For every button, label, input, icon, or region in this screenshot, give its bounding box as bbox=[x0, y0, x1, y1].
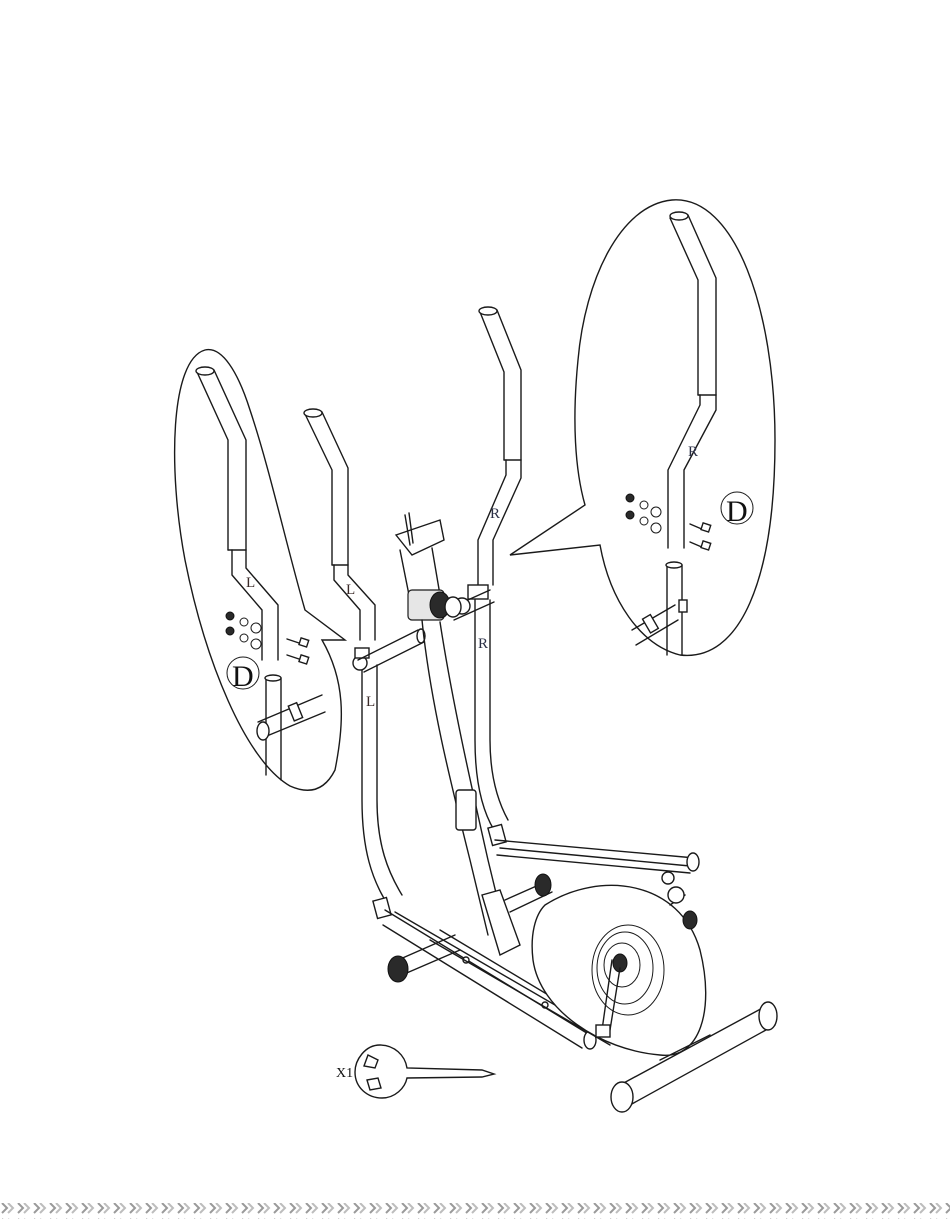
right-step-label: D bbox=[726, 495, 748, 528]
left-lower-arm-label: L bbox=[366, 694, 375, 710]
right-detail-arm-label: R bbox=[688, 444, 698, 460]
right-lower-arm-label: R bbox=[478, 636, 488, 652]
left-upper-handlebar: L bbox=[304, 409, 375, 640]
left-step-label: D bbox=[232, 660, 254, 693]
right-detail-callout: R D bbox=[510, 200, 775, 656]
tool-quantity-label: X1 bbox=[336, 1066, 353, 1081]
right-upper-arm-label: R bbox=[490, 506, 500, 522]
left-lower-arm: L bbox=[353, 648, 402, 919]
footer-border-strip bbox=[0, 1203, 950, 1219]
center-post bbox=[396, 513, 520, 955]
right-pedal-rail bbox=[495, 840, 699, 884]
left-detail-arm-label: L bbox=[246, 575, 255, 591]
wrench-tool: X1 bbox=[336, 1045, 494, 1098]
flywheel-housing bbox=[532, 885, 706, 1055]
left-upper-arm-label: L bbox=[346, 582, 355, 598]
right-upper-handlebar: R bbox=[478, 307, 521, 585]
